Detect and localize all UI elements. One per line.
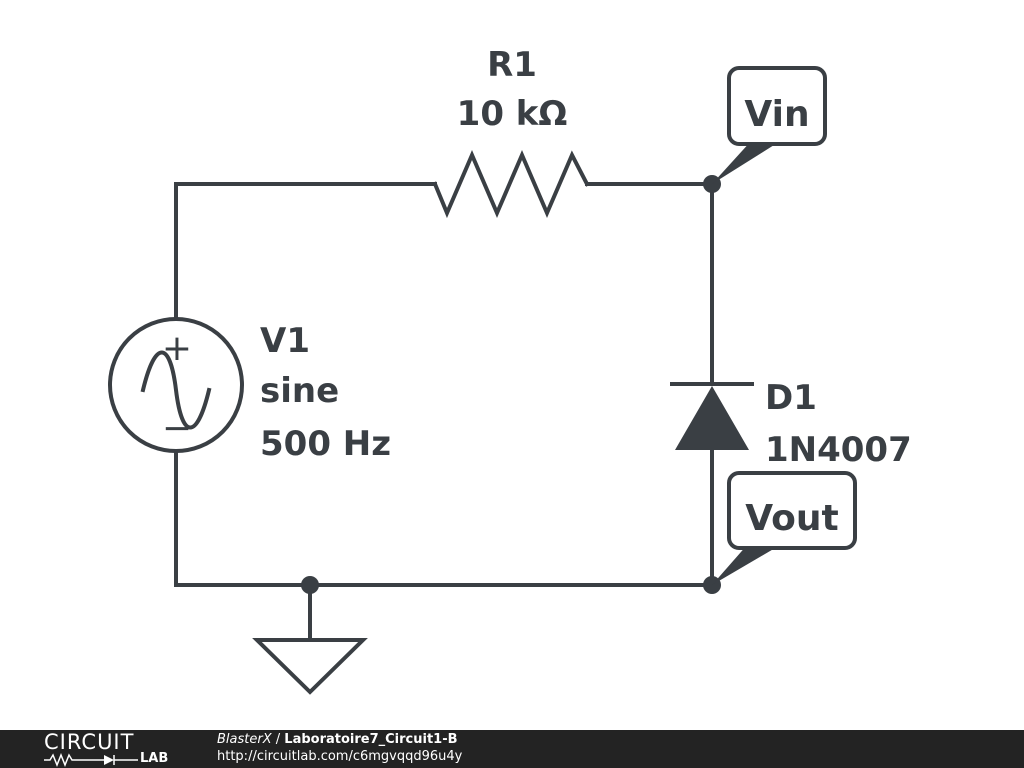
circuit-title-line: BlasterX / Laboratoire7_Circuit1-B (217, 731, 462, 748)
vout-flag-label: Vout (745, 498, 838, 539)
title-separator: / (271, 732, 285, 747)
resistor-r1[interactable]: R1 10 kΩ (432, 45, 590, 219)
vout-flag-pointer (712, 544, 782, 585)
resistor-ref-label: R1 (487, 45, 537, 85)
sine-wave-icon (140, 350, 212, 430)
diode-triangle-icon (675, 386, 749, 450)
circuit-url[interactable]: http://circuitlab.com/c6mgvqqd96u4y (217, 749, 463, 764)
circuit-meta: BlasterX / Laboratoire7_Circuit1-B http:… (217, 731, 462, 765)
wire-top-left (174, 182, 437, 320)
diode-part-label: 1N4007 (765, 430, 912, 470)
vin-net-flag[interactable]: Vin (712, 66, 827, 184)
source-type-label: sine (260, 371, 339, 411)
resistor-value-label: 10 kΩ (457, 94, 568, 134)
source-ref-label: V1 (260, 321, 310, 361)
logo-circuit-text: CIRCUIT (44, 730, 135, 754)
author-name[interactable]: BlasterX (217, 732, 272, 747)
logo-lab-text: LAB (140, 751, 169, 766)
vout-flag-box (727, 471, 857, 550)
source-minus-sign: − (162, 408, 192, 449)
wires (174, 182, 714, 642)
diode-ref-label: D1 (765, 378, 817, 418)
circuit-title[interactable]: Laboratoire7_Circuit1-B (284, 732, 458, 747)
voltage-source-v1[interactable]: + − V1 sine 500 Hz (108, 317, 391, 464)
source-freq-label: 500 Hz (260, 424, 391, 464)
vout-net-flag[interactable]: Vout (712, 471, 857, 585)
vin-flag-pointer (712, 140, 782, 184)
circuit-schematic: R1 10 kΩ + − V1 sine 500 Hz D1 1N4007 Vi… (108, 45, 912, 695)
diode-d1[interactable]: D1 1N4007 (670, 378, 912, 470)
source-circle (108, 317, 244, 453)
logo-resistor-diode-icon (44, 753, 138, 767)
source-plus-sign: + (162, 328, 192, 369)
ground-symbol-icon[interactable] (252, 638, 368, 695)
resistor-zigzag (432, 149, 590, 219)
junction-dot-ground (301, 576, 319, 594)
footer-bar: CIRCUIT LAB BlasterX / Laboratoire7_Circ… (0, 730, 1024, 768)
vin-flag-label: Vin (744, 94, 809, 135)
wire-bottom (174, 450, 714, 587)
vin-flag-box (727, 66, 827, 146)
circuitlab-logo[interactable]: CIRCUIT LAB (44, 730, 184, 767)
